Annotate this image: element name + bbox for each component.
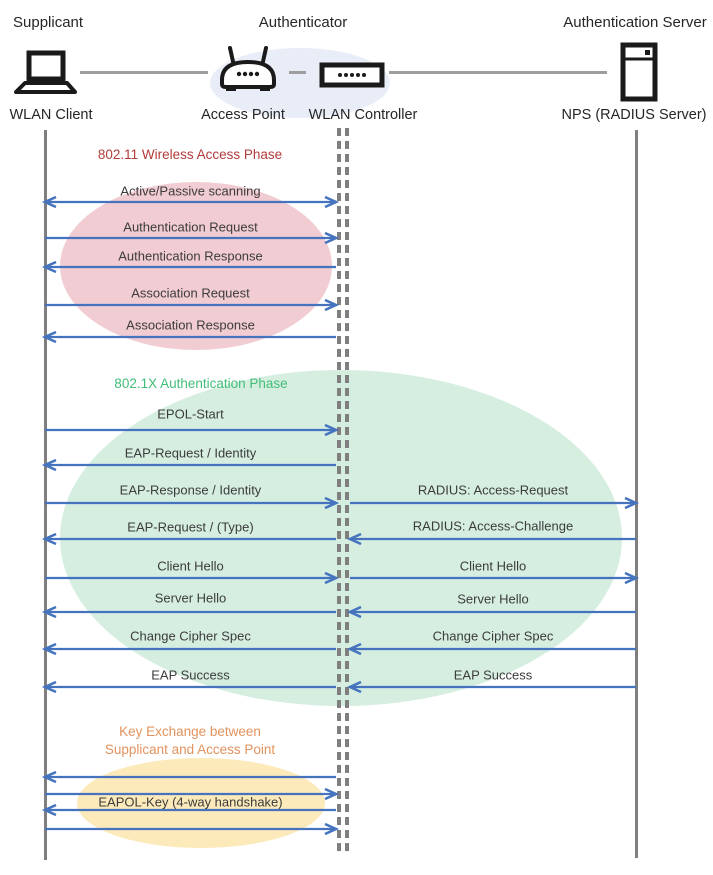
node-label-wlan-controller: WLAN Controller [308, 107, 418, 123]
message-label: EAP Success [151, 667, 230, 683]
phase-title-key-exchange: Key Exchange between Supplicant and Acce… [105, 723, 275, 759]
connector-controller-server [389, 71, 607, 74]
message-arrow [45, 571, 340, 585]
message-label: Authentication Request [123, 219, 258, 235]
message-arrow [41, 770, 336, 784]
message-label: EPOL-Start [157, 406, 224, 422]
phase-title-key-exchange-line1: Key Exchange between [119, 724, 261, 739]
message-label: Association Response [126, 317, 255, 333]
message-arrow [41, 260, 336, 274]
node-label-wlan-client: WLAN Client [9, 107, 93, 123]
message-arrow [41, 330, 336, 344]
wlan-controller-icon [319, 62, 385, 93]
message-label: Association Request [131, 285, 250, 301]
message-label: Server Hello [154, 590, 227, 606]
message-arrow [45, 822, 340, 836]
message-label: RADIUS: Access-Challenge [412, 518, 574, 534]
connector-ap-controller [289, 71, 306, 74]
role-label-authenticator: Authenticator [258, 14, 348, 31]
phase-title-key-exchange-line2: Supplicant and Access Point [104, 742, 276, 757]
message-label: RADIUS: Access-Request [417, 482, 569, 498]
server-icon [620, 42, 658, 107]
message-arrow [41, 680, 336, 694]
message-label: Server Hello [457, 591, 529, 607]
message-arrow [346, 605, 636, 619]
message-arrow [41, 195, 340, 209]
message-arrow [45, 231, 340, 245]
message-label: Active/Passive scanning [120, 183, 261, 199]
message-label: EAP-Request / (Type) [127, 519, 254, 535]
message-arrow [41, 803, 336, 817]
message-arrow [346, 532, 636, 546]
message-arrow [45, 787, 340, 801]
lifeline-wlan-client [44, 130, 47, 860]
message-label: EAP Success [453, 667, 533, 683]
message-arrow [45, 298, 340, 312]
message-arrow [45, 496, 340, 510]
message-label: Authentication Response [118, 248, 263, 264]
phase-title-8021x-authentication: 802.1X Authentication Phase [114, 376, 288, 391]
message-arrow [41, 605, 336, 619]
message-label: EAP-Request / Identity [124, 445, 257, 461]
lifeline-controller-right [345, 128, 349, 854]
message-label: Client Hello [157, 558, 224, 574]
lifeline-nps-server [635, 130, 638, 858]
message-arrow [41, 458, 336, 472]
message-arrow [41, 642, 336, 656]
message-arrow [346, 680, 636, 694]
lifeline-controller-left [337, 128, 341, 854]
access-point-icon [216, 44, 280, 99]
connector-client-ap [80, 71, 208, 74]
message-label: Change Cipher Spec [130, 628, 251, 644]
role-label-supplicant: Supplicant [13, 14, 84, 31]
message-arrow [41, 532, 336, 546]
laptop-icon [12, 50, 78, 101]
message-label: EAPOL-Key (4-way handshake) [98, 794, 283, 810]
message-arrow [45, 423, 340, 437]
node-label-access-point: Access Point [201, 107, 285, 123]
message-label: EAP-Response / Identity [119, 482, 262, 498]
phase-title-80211-wireless-access: 802.11 Wireless Access Phase [97, 147, 283, 162]
node-label-nps-radius-server: NPS (RADIUS Server) [561, 107, 707, 123]
message-label: Change Cipher Spec [432, 628, 554, 644]
role-label-authentication-server: Authentication Server [563, 14, 707, 31]
message-arrow [346, 642, 636, 656]
phase-ellipse-key-exchange [77, 758, 325, 848]
message-arrow [350, 496, 640, 510]
message-label: Client Hello [459, 558, 527, 574]
message-arrow [350, 571, 640, 585]
